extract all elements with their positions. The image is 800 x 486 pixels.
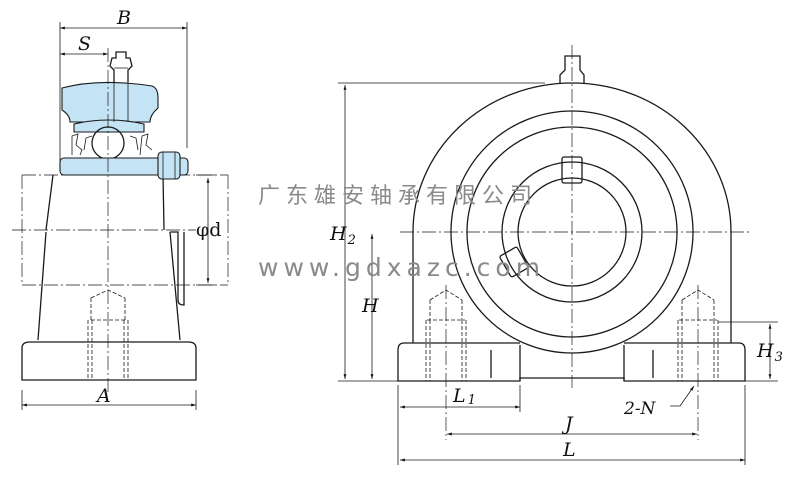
label-A: A xyxy=(95,385,111,407)
side-view: B S A φd xyxy=(12,7,229,410)
extension-lines-front xyxy=(338,82,778,465)
base-outline xyxy=(397,342,746,382)
bolt-centerlines xyxy=(445,285,699,440)
label-L: L xyxy=(562,439,576,461)
grease-fitting xyxy=(109,51,133,82)
base-details xyxy=(490,345,654,380)
housing-outline xyxy=(412,82,732,343)
label-N: 2-N xyxy=(623,399,657,419)
housing-body xyxy=(37,174,185,341)
label-H: H xyxy=(361,295,379,317)
extension-lines xyxy=(21,22,215,410)
watermark-url: www.gdxazc.com xyxy=(258,253,545,282)
label-H3: H3 xyxy=(756,340,783,365)
label-H2: H2 xyxy=(329,223,356,248)
label-J: J xyxy=(561,413,574,435)
set-screw-side xyxy=(499,246,529,278)
nut-lines xyxy=(162,152,176,179)
leader-N xyxy=(670,385,695,407)
grease-fitting-front xyxy=(559,55,585,83)
grease-channel xyxy=(113,67,129,122)
set-screw-nut xyxy=(157,151,181,180)
bearing-cap xyxy=(61,81,159,123)
bearing-ring xyxy=(73,119,145,133)
label-phi-d: φd xyxy=(196,219,221,241)
housing-foot xyxy=(21,341,197,381)
seal-detail xyxy=(71,133,153,156)
label-B: B xyxy=(116,7,131,29)
label-S: S xyxy=(78,33,91,55)
watermark-company: 广东雄安轴承有限公司 xyxy=(258,184,538,209)
